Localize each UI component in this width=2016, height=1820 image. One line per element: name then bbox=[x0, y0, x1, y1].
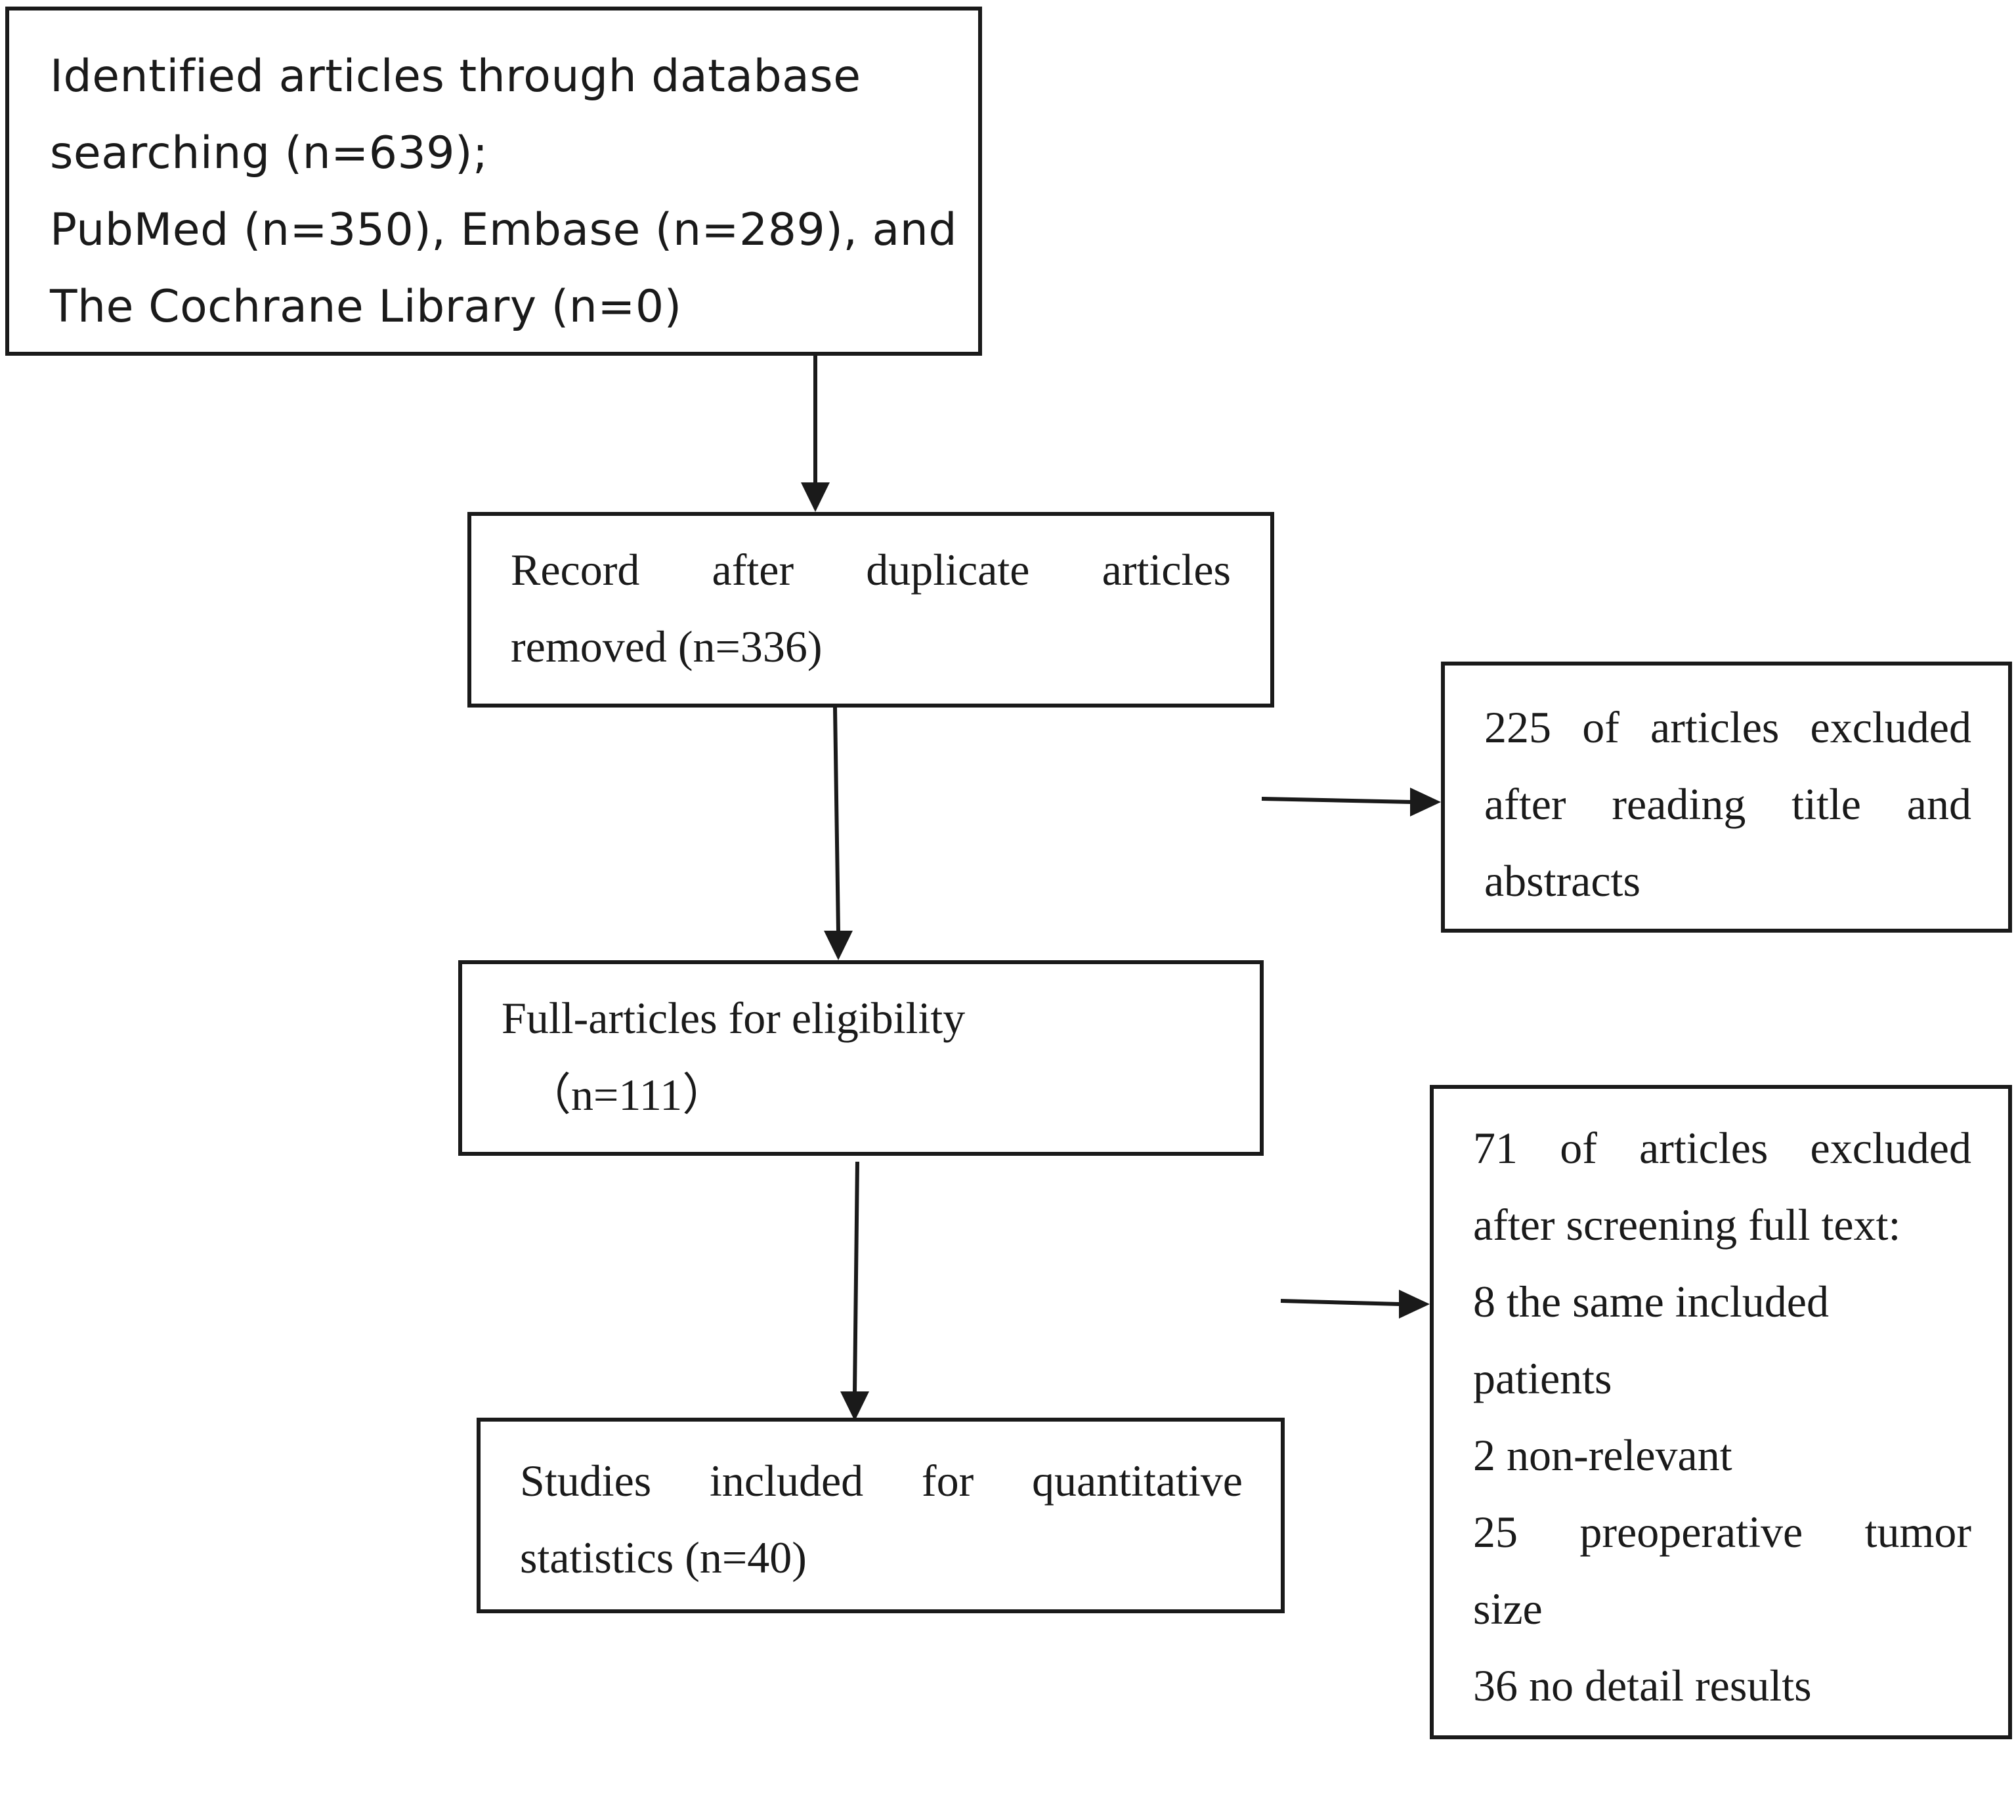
duplicates-removed-box: Record after duplicate articles removed … bbox=[467, 512, 1274, 708]
included-line-1: Studies included for quantitative bbox=[520, 1456, 1243, 1506]
excl2-line-4: patients bbox=[1473, 1353, 1612, 1403]
studies-included-box: Studies included for quantitative statis… bbox=[477, 1418, 1285, 1613]
excl2-line-7: size bbox=[1473, 1584, 1543, 1634]
identified-line-1: Identified articles through database bbox=[50, 51, 861, 102]
excl1-line-3: abstracts bbox=[1484, 856, 1641, 906]
arrow-identified-to-dedup bbox=[801, 356, 830, 512]
arrow-fulltext-to-included bbox=[840, 1161, 869, 1421]
arrow-dedup-to-fulltext bbox=[824, 707, 853, 960]
excl2-line-3: 8 the same included bbox=[1473, 1277, 1829, 1326]
full-text-eligibility-box: Full-articles for eligibility （n=111） bbox=[458, 960, 1264, 1156]
excl1-line-2: after reading title and bbox=[1484, 779, 1971, 829]
dedup-line-1: Record after duplicate articles bbox=[511, 545, 1231, 595]
excl2-line-2: after screening full text: bbox=[1473, 1200, 1901, 1250]
identified-articles-box: Identified articles through database sea… bbox=[5, 7, 982, 356]
included-line-2: statistics (n=40) bbox=[520, 1533, 807, 1582]
fulltext-line-2: （n=111） bbox=[526, 1070, 727, 1120]
excluded-full-text-box: 71 of articles excluded after screening … bbox=[1430, 1085, 2012, 1739]
arrow-to-excluded-title-abstract bbox=[1261, 788, 1441, 816]
dedup-line-2: removed (n=336) bbox=[511, 622, 823, 671]
identified-line-4: The Cochrane Library (n=0) bbox=[50, 281, 682, 333]
fulltext-line-1: Full-articles for eligibility bbox=[502, 993, 966, 1043]
excl2-line-6: 25 preoperative tumor bbox=[1473, 1507, 1971, 1557]
excl2-line-1: 71 of articles excluded bbox=[1473, 1123, 1971, 1173]
excl1-line-1: 225 of articles excluded bbox=[1484, 702, 1971, 752]
excluded-title-abstract-box: 225 of articles excluded after reading t… bbox=[1441, 662, 2012, 933]
identified-line-2: searching (n=639); bbox=[50, 127, 488, 179]
arrow-to-excluded-full-text bbox=[1280, 1290, 1430, 1319]
identified-line-3: PubMed (n=350), Embase (n=289), and bbox=[50, 204, 958, 256]
excl2-line-8: 36 no detail results bbox=[1473, 1661, 1812, 1710]
excl2-line-5: 2 non-relevant bbox=[1473, 1430, 1732, 1480]
